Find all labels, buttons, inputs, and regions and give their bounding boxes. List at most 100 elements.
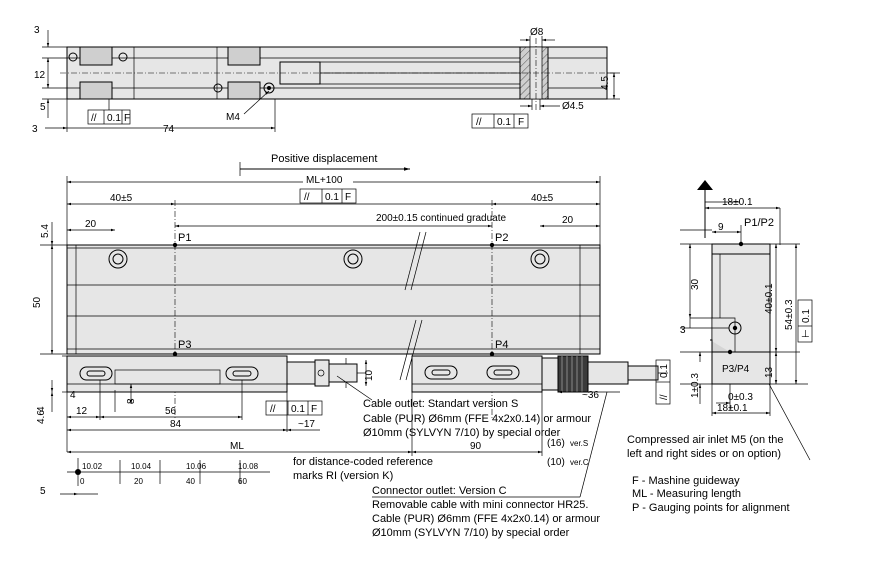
svg-text:0.1: 0.1 (325, 192, 339, 203)
svg-text:0.1: 0.1 (801, 309, 812, 323)
ref-pos-1: 0 (80, 477, 85, 486)
dim-30: 30 (690, 278, 701, 290)
dim-ml100: ML+100 (306, 175, 343, 186)
ref-note-1: for distance-coded reference (293, 456, 433, 468)
dim-10-c: (10) (547, 457, 565, 468)
ref-mark-4: 10.08 (238, 462, 259, 471)
dim-16: (16) (547, 438, 565, 449)
reading-head (66, 355, 288, 393)
svg-text://: // (91, 113, 97, 124)
svg-text://: // (476, 117, 482, 128)
ref-note-2: marks RI (version K) (293, 470, 393, 482)
tolerance-frame-side: ⊥ 0.1 (797, 299, 813, 343)
dim-1: 1±0.3 (690, 373, 701, 398)
cable-c-line4: Ø10mm (SYLVYN 7/10) by special order (372, 527, 570, 539)
mounting-hole-left (108, 249, 128, 269)
dim-d8: Ø8 (530, 27, 544, 38)
dim-5: 5 (40, 102, 46, 113)
dim-18-top: 18±0.1 (722, 197, 753, 208)
dim-3-side: 3 (680, 325, 686, 336)
legend-ml: ML - Measuring length (632, 488, 741, 500)
ref-pos-4: 60 (238, 477, 247, 486)
ref-mark-1: 10.02 (82, 462, 103, 471)
air-inlet-line1: Compressed air inlet M5 (on the (627, 434, 784, 446)
svg-text://: // (270, 404, 276, 415)
dim-h45: 4.5 (600, 76, 611, 90)
front-view: Positive displacement ML+100 40±5 40±5 /… (32, 153, 668, 497)
dim-74: 74 (163, 124, 175, 135)
dim-56: 56 (165, 406, 177, 417)
cable-s-line2: Cable (PUR) Ø6mm (FFE 4x2x0.14) or armou… (363, 413, 591, 425)
point-p4: P4 (495, 339, 508, 351)
dim-4: 4 (36, 406, 47, 412)
svg-text:0.1: 0.1 (291, 404, 305, 415)
connector-version-c (411, 355, 543, 393)
dim-84: 84 (170, 419, 182, 430)
air-inlet-line2: left and right sides or on option) (627, 448, 781, 460)
dim-5-ref: 5 (40, 486, 46, 497)
tolerance-frame-side-left: // 0.1 (655, 359, 671, 405)
dim-13: 13 (764, 366, 775, 378)
dim-16-ver: ver.S (570, 439, 588, 448)
dim-90: 90 (470, 441, 482, 452)
positive-displacement: Positive displacement (271, 153, 377, 165)
point-p3: P3 (178, 339, 191, 351)
scale-body-front (66, 244, 601, 355)
svg-text:0.1: 0.1 (107, 113, 121, 124)
dim-54-side: 54±0.3 (784, 299, 795, 330)
mounting-hole-right (530, 249, 550, 269)
top-view: 3 12 5 3 74 M4 // 0.1 F Ø8 Ø4.5 (32, 25, 620, 135)
dim-18-bottom: 18±0.1 (717, 403, 748, 414)
dim-9: 9 (718, 222, 724, 233)
svg-text:F: F (518, 117, 524, 128)
dim-5-4: 5.4 (40, 224, 51, 238)
cable-s-line1: Cable outlet: Standart version S (363, 398, 518, 410)
svg-text:F: F (311, 404, 317, 415)
ref-pos-2: 20 (134, 477, 143, 486)
grad-label: 200±0.15 continued graduate (376, 213, 506, 224)
legend-f: F - Mashine guideway (632, 475, 740, 487)
svg-text://: // (304, 192, 310, 203)
point-p34: P3/P4 (722, 364, 750, 375)
legend-p: P - Gauging points for alignment (632, 502, 790, 514)
tolerance-frame-front-top: // 0.1 F (299, 188, 357, 204)
reference-mark-scale: 5 10.02 10.04 10.06 10.08 0 20 40 60 (40, 458, 270, 497)
dim-d45: Ø4.5 (562, 101, 584, 112)
dim-3-left: 3 (32, 124, 38, 135)
cable-c-line1: Connector outlet: Version C (372, 485, 507, 497)
tolerance-frame-front-bottom: // 0.1 F (265, 400, 323, 416)
point-p2: P2 (495, 232, 508, 244)
dim-8: 8 (126, 398, 137, 404)
mini-connector (557, 355, 589, 393)
dim-17: ~17 (298, 419, 315, 430)
ref-mark-2: 10.04 (131, 462, 152, 471)
dim-40-left: 40±5 (110, 193, 133, 204)
svg-text://: // (659, 394, 670, 400)
cable-s-line3: Ø10mm (SYLVYN 7/10) by special order (363, 427, 561, 439)
point-p1: P1 (178, 232, 191, 244)
dim-10-ver: ver.C (570, 458, 589, 467)
dim-3-top: 3 (34, 25, 40, 36)
point-p12: P1/P2 (744, 217, 774, 229)
dim-d10: 10 (364, 369, 375, 381)
notes: Cable outlet: Standart version S Cable (… (336, 329, 811, 539)
tolerance-frame-top-right: // 0.1 F (471, 113, 529, 129)
dim-ml: ML (230, 441, 244, 452)
dim-12: 12 (34, 70, 46, 81)
svg-text:0.1: 0.1 (659, 364, 670, 378)
dim-50: 50 (32, 296, 43, 308)
svg-text:⊥: ⊥ (801, 329, 810, 340)
mounting-hole-center (343, 249, 363, 269)
dim-0: 0±0.3 (728, 392, 753, 403)
cable-c-line3: Cable (PUR) Ø6mm (FFE 4x2x0.14) or armou… (372, 513, 600, 525)
dim-20-left: 20 (85, 219, 97, 230)
ref-mark-3: 10.06 (186, 462, 207, 471)
svg-text:F: F (124, 113, 130, 124)
ref-pos-3: 40 (186, 477, 195, 486)
dim-4-head: 4 (70, 390, 76, 401)
svg-text:F: F (345, 192, 351, 203)
label-m4: M4 (226, 112, 240, 123)
dim-36: ~36 (582, 390, 599, 401)
cable-c-line2: Removable cable with mini connector HR25… (372, 499, 588, 511)
